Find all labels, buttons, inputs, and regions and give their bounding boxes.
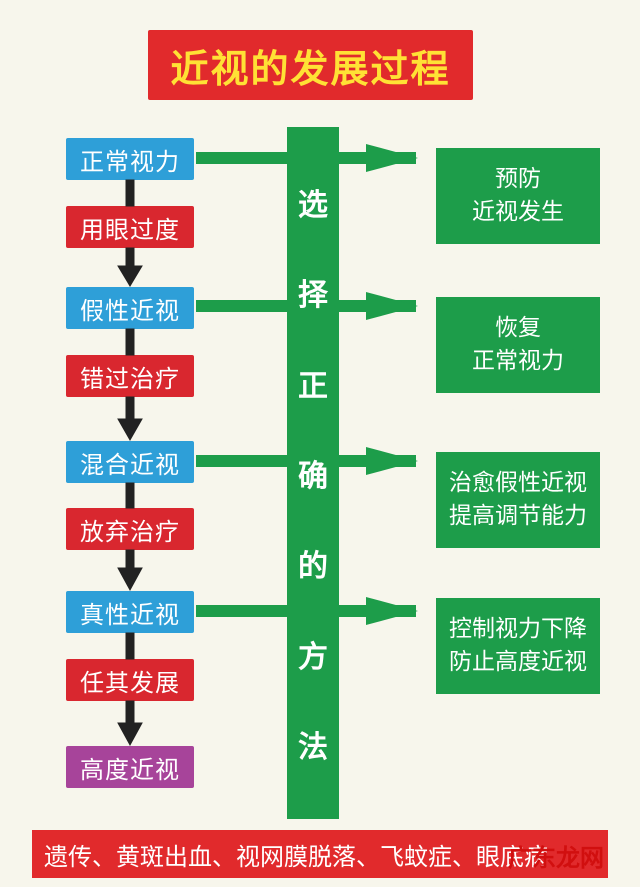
connector-line bbox=[125, 179, 135, 207]
connector-line bbox=[125, 396, 135, 422]
complications-footer: 遗传、黄斑出血、视网膜脱落、飞蚊症、眼底病 bbox=[32, 830, 608, 878]
connector-line bbox=[125, 247, 135, 269]
result-line: 控制视力下降 bbox=[449, 616, 587, 642]
connector-line bbox=[125, 482, 135, 509]
watermark-logo: 广东龙网 bbox=[508, 844, 604, 872]
stage-eye-overuse: 用眼过度 bbox=[66, 206, 194, 248]
result-line: 恢复 bbox=[495, 315, 541, 341]
method-bar: 选 择 正 确 的 方 法 bbox=[287, 127, 339, 819]
method-char: 确 bbox=[298, 458, 328, 494]
stage-missed-treatment: 错过治疗 bbox=[66, 355, 194, 397]
stage-abandon-treatment: 放弃治疗 bbox=[66, 508, 194, 550]
connector-line bbox=[125, 328, 135, 356]
result-line: 正常视力 bbox=[472, 348, 564, 374]
result-line: 防止高度近视 bbox=[449, 649, 587, 675]
stage-pseudo-myopia: 假性近视 bbox=[66, 287, 194, 329]
green-arrow-head bbox=[366, 597, 418, 625]
method-char: 正 bbox=[298, 368, 328, 404]
result-cure: 治愈假性近视 提高调节能力 bbox=[436, 452, 600, 548]
result-line: 预防 bbox=[495, 166, 541, 192]
connector-line bbox=[125, 700, 135, 726]
result-recover: 恢复 正常视力 bbox=[436, 297, 600, 393]
stage-mixed-myopia: 混合近视 bbox=[66, 441, 194, 483]
down-arrow bbox=[117, 722, 143, 747]
connector-line bbox=[125, 632, 135, 660]
down-arrow bbox=[117, 265, 143, 287]
green-arrow-head bbox=[366, 447, 418, 475]
result-line: 提高调节能力 bbox=[449, 503, 587, 529]
down-arrow bbox=[117, 567, 143, 592]
result-line: 近视发生 bbox=[472, 199, 564, 225]
method-char: 择 bbox=[298, 278, 328, 314]
result-control: 控制视力下降 防止高度近视 bbox=[436, 598, 600, 694]
method-char: 的 bbox=[298, 549, 328, 585]
connector-line bbox=[125, 549, 135, 571]
green-arrow-head bbox=[366, 292, 418, 320]
result-prevent: 预防 近视发生 bbox=[436, 148, 600, 244]
result-line: 治愈假性近视 bbox=[449, 470, 587, 496]
down-arrow bbox=[117, 418, 143, 442]
method-char: 方 bbox=[298, 639, 328, 675]
stage-normal-vision: 正常视力 bbox=[66, 138, 194, 180]
method-char: 法 bbox=[298, 729, 328, 765]
stage-high-myopia: 高度近视 bbox=[66, 746, 194, 788]
method-char: 选 bbox=[298, 188, 328, 224]
stage-let-it-develop: 任其发展 bbox=[66, 659, 194, 701]
green-arrow-head bbox=[366, 144, 418, 172]
stage-true-myopia: 真性近视 bbox=[66, 591, 194, 633]
page-title: 近视的发展过程 bbox=[148, 30, 473, 100]
